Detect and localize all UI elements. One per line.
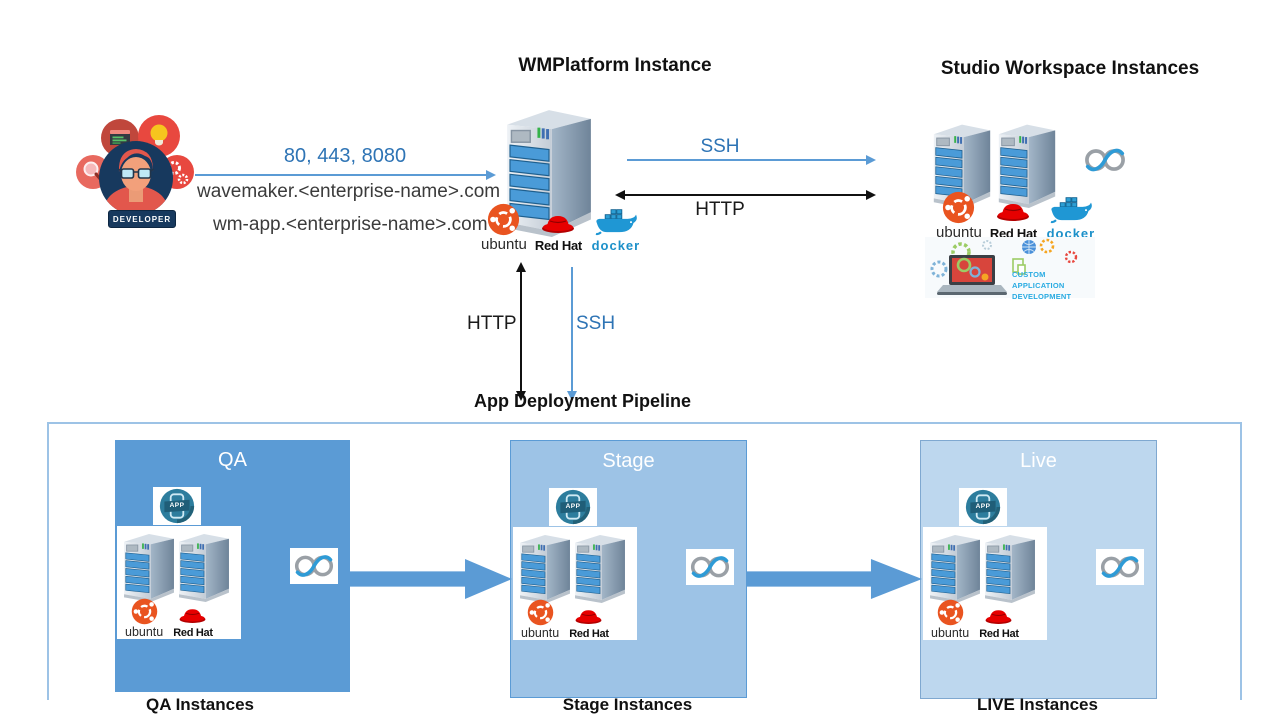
ubuntu-icon [527, 599, 554, 626]
http-down-label: HTTP [467, 313, 517, 334]
qa-environment-title: QA [218, 449, 247, 471]
ubuntu-logo: ubuntu [125, 598, 163, 639]
apps-domain-text: wm-app.<enterprise-name>.com [213, 214, 488, 235]
ssh-arrow [627, 159, 869, 161]
qa-caption: QA Instances [145, 695, 255, 714]
docker-icon [590, 208, 642, 238]
server-cluster: ubuntu Red Hat [923, 527, 1047, 640]
server-cluster: ubuntu Red Hat [513, 527, 637, 640]
stage-environment-title: Stage [602, 450, 655, 472]
arrowhead-icon [866, 155, 876, 165]
studio-title: Studio Workspace Instances [940, 58, 1200, 79]
server-tower-icon [924, 528, 986, 603]
wavemaker-infinity-icon [292, 550, 336, 582]
wavemaker-infinity-icon [688, 551, 732, 583]
app-icon [965, 489, 1001, 525]
docker-icon [1045, 196, 1097, 226]
live-environment-box: Live APP ubuntu [920, 440, 1157, 699]
redhat-icon [572, 607, 605, 628]
ubuntu-logo: ubuntu [931, 599, 969, 640]
redhat-logo: Red Hat [569, 607, 609, 640]
app-badge: APP [153, 487, 201, 525]
http-top-label: HTTP [695, 199, 745, 220]
studio-domain-text: wavemaker.<enterprise-name>.com [197, 181, 501, 202]
qa-environment-box: QA APP ubuntu [115, 440, 350, 692]
app-badge: APP [959, 488, 1007, 526]
server-tower-icon [497, 97, 601, 237]
server-tower-icon [514, 528, 576, 603]
redhat-logo: Red Hat [979, 607, 1019, 640]
wavemaker-infinity-icon [1098, 551, 1142, 583]
server-tower-icon [927, 116, 997, 208]
platform-os-logos: ubuntu Red Hat docker [481, 203, 642, 252]
stage-environment-box: Stage APP ubuntu [510, 440, 747, 698]
stage-caption: Stage Instances [562, 695, 693, 714]
wavemaker-logo [686, 549, 734, 585]
ubuntu-logo: ubuntu [481, 203, 527, 252]
wavemaker-logo [1096, 549, 1144, 585]
arrowhead-icon [866, 190, 876, 200]
redhat-icon [538, 212, 578, 238]
server-tower-icon [118, 527, 180, 602]
wavemaker-logo [290, 548, 338, 584]
ubuntu-icon [942, 191, 975, 224]
env-os-logos: ubuntu Red Hat [521, 599, 609, 640]
developer-icon [76, 115, 194, 215]
arrowhead-icon [516, 262, 526, 272]
env-os-logos: ubuntu Red Hat [125, 598, 213, 639]
server-tower-icon [979, 528, 1041, 603]
redhat-logo: Red Hat [173, 606, 213, 639]
app-icon [555, 489, 591, 525]
live-environment-title: Live [1020, 450, 1057, 472]
ubuntu-icon [937, 599, 964, 626]
studio-os-logos: ubuntu Red Hat docker [936, 191, 1097, 240]
env-os-logos: ubuntu Red Hat [931, 599, 1019, 640]
redhat-logo: Red Hat [990, 200, 1037, 240]
arrowhead-icon [615, 190, 625, 200]
ubuntu-logo: ubuntu [936, 191, 982, 240]
docker-logo: docker [590, 208, 642, 252]
ubuntu-icon [131, 598, 158, 625]
redhat-icon [982, 607, 1015, 628]
redhat-icon [993, 200, 1033, 226]
wmplatform-title: WMPlatform Instance [518, 55, 712, 76]
app-badge: APP [549, 488, 597, 526]
server-tower-icon [992, 116, 1062, 208]
http-arrow [624, 194, 868, 196]
live-caption: LIVE Instances [977, 695, 1098, 714]
ubuntu-icon [487, 203, 520, 236]
arrowhead-icon [567, 391, 577, 401]
ubuntu-logo: ubuntu [521, 599, 559, 640]
developer-badge: DEVELOPER [108, 210, 176, 228]
server-tower-icon [569, 528, 631, 603]
ports-label: 80, 443, 8080 [283, 145, 407, 167]
redhat-logo: Red Hat [535, 212, 582, 252]
wavemaker-infinity-icon [1082, 142, 1128, 178]
client-to-platform-arrow [195, 174, 488, 176]
custom-app-development-banner: CUSTOM APPLICATION DEVELOPMENT [925, 237, 1095, 301]
server-cluster: ubuntu Red Hat [117, 526, 241, 639]
arrowhead-icon [486, 170, 496, 180]
docker-logo: docker [1045, 196, 1097, 240]
app-icon [159, 488, 195, 524]
pipeline-container [47, 422, 1242, 700]
pipeline-title: App Deployment Pipeline [473, 391, 692, 411]
custom-app-development-art [925, 237, 1095, 298]
custom-app-development-label: CUSTOM APPLICATION DEVELOPMENT [1012, 270, 1072, 301]
redhat-icon [176, 606, 209, 627]
ssh-down-label: SSH [576, 313, 616, 334]
http-vertical-arrow [520, 272, 522, 392]
arrowhead-icon [516, 391, 526, 401]
ssh-vertical-arrow [571, 267, 573, 392]
server-tower-icon [173, 527, 235, 602]
ssh-top-label: SSH [700, 136, 740, 157]
